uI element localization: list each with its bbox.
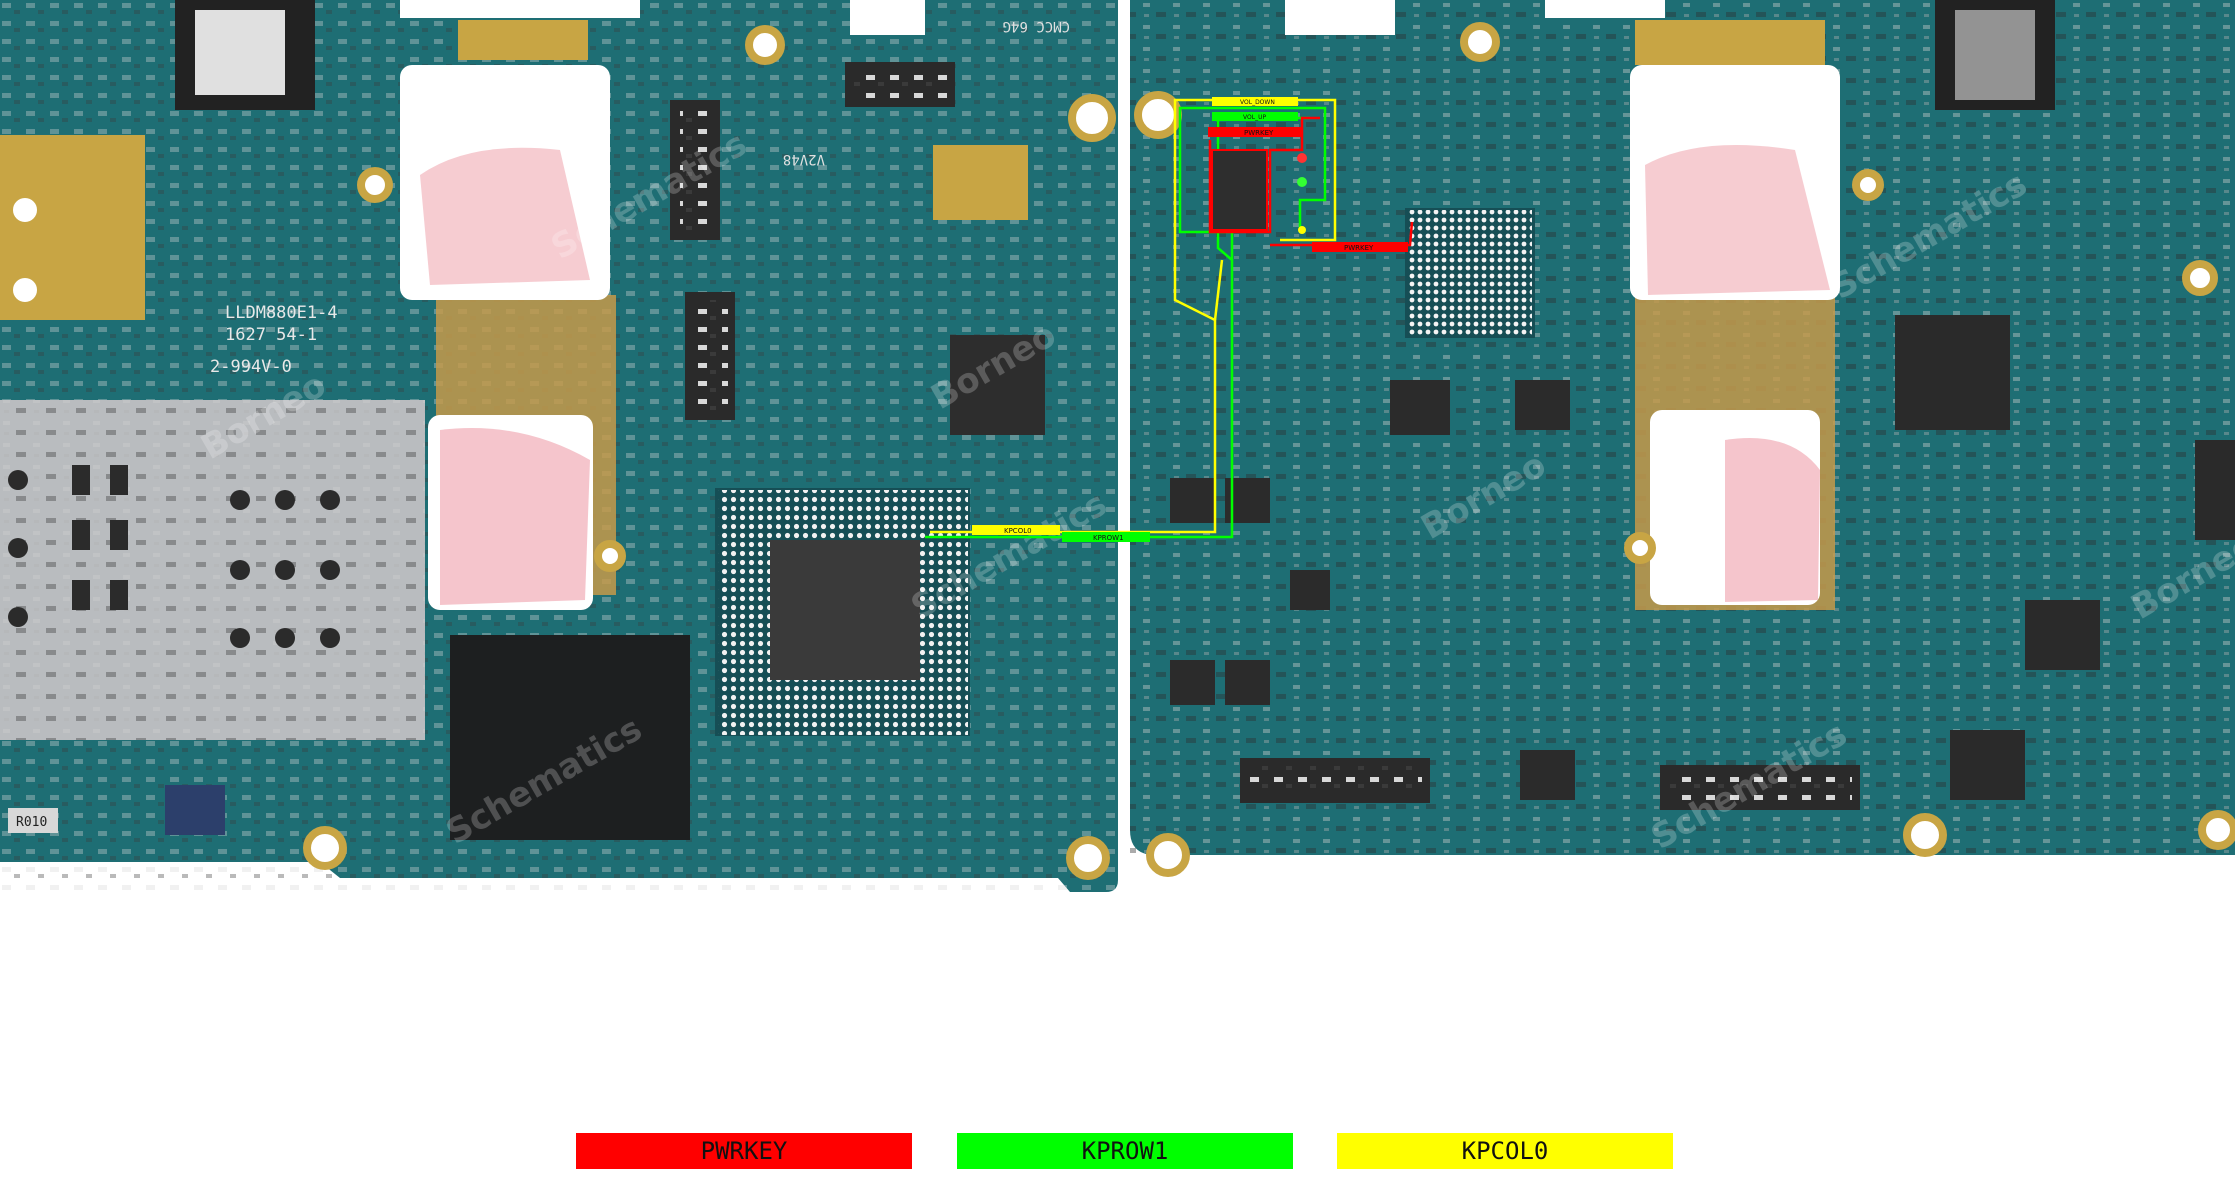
legend-label-pwrkey: PWRKEY xyxy=(700,1137,788,1165)
silk-text-v2v48: V2V48 xyxy=(783,151,825,167)
kprow1-label-bg xyxy=(1062,532,1150,542)
signal-traces: KPCOL0 KPROW1 PWRKEY PWRKEY VOL_DOWN VOL… xyxy=(925,97,1414,542)
silk-text-1: LLDM880E1-4 xyxy=(225,303,338,323)
keypad-connector xyxy=(1211,149,1268,231)
legend-swatch-kprow1 xyxy=(957,1133,1293,1169)
legend-item-kprow1: KPROW1 xyxy=(957,1133,1293,1169)
silk-text-3: 2-994V-0 xyxy=(210,357,292,377)
silk-text-cmcc: CMCC 64G xyxy=(1003,18,1070,34)
right-board: Borneo Schematics Schematics Borneo xyxy=(1130,0,2235,877)
pwrkey-trace-label: PWRKEY xyxy=(1344,244,1374,252)
legend-item-pwrkey: PWRKEY xyxy=(576,1133,912,1169)
pwrkey-label-bg xyxy=(1312,242,1408,252)
legend-item-kpcol0: KPCOL0 xyxy=(1337,1133,1673,1169)
legend-label-kprow1: KPROW1 xyxy=(1081,1137,1169,1165)
kpcol0-trace-label: KPCOL0 xyxy=(1004,527,1032,535)
resistor-label: R010 xyxy=(16,815,47,830)
vol-up-trace-label: VOL_UP xyxy=(1243,114,1266,121)
vol-down-trace-label: VOL_DOWN xyxy=(1240,99,1275,106)
silk-text-2: 1627 54-1 xyxy=(225,325,317,345)
kpcol0-label-bg xyxy=(972,525,1060,535)
legend-swatch-pwrkey xyxy=(576,1133,912,1169)
vol-up-label-bg xyxy=(1212,112,1298,121)
pwrkey-label-bg xyxy=(1208,127,1302,137)
pwrkey-trace-label: PWRKEY xyxy=(1244,129,1274,137)
vol-down-label-bg xyxy=(1212,97,1298,106)
legend-swatch-kpcol0 xyxy=(1337,1133,1673,1169)
kprow1-trace-label: KPROW1 xyxy=(1093,534,1124,542)
legend-label-kpcol0: KPCOL0 xyxy=(1461,1137,1549,1165)
left-board: LLDM880E1-4 1627 54-1 2-994V-0 CMCC 64G … xyxy=(0,0,1118,892)
